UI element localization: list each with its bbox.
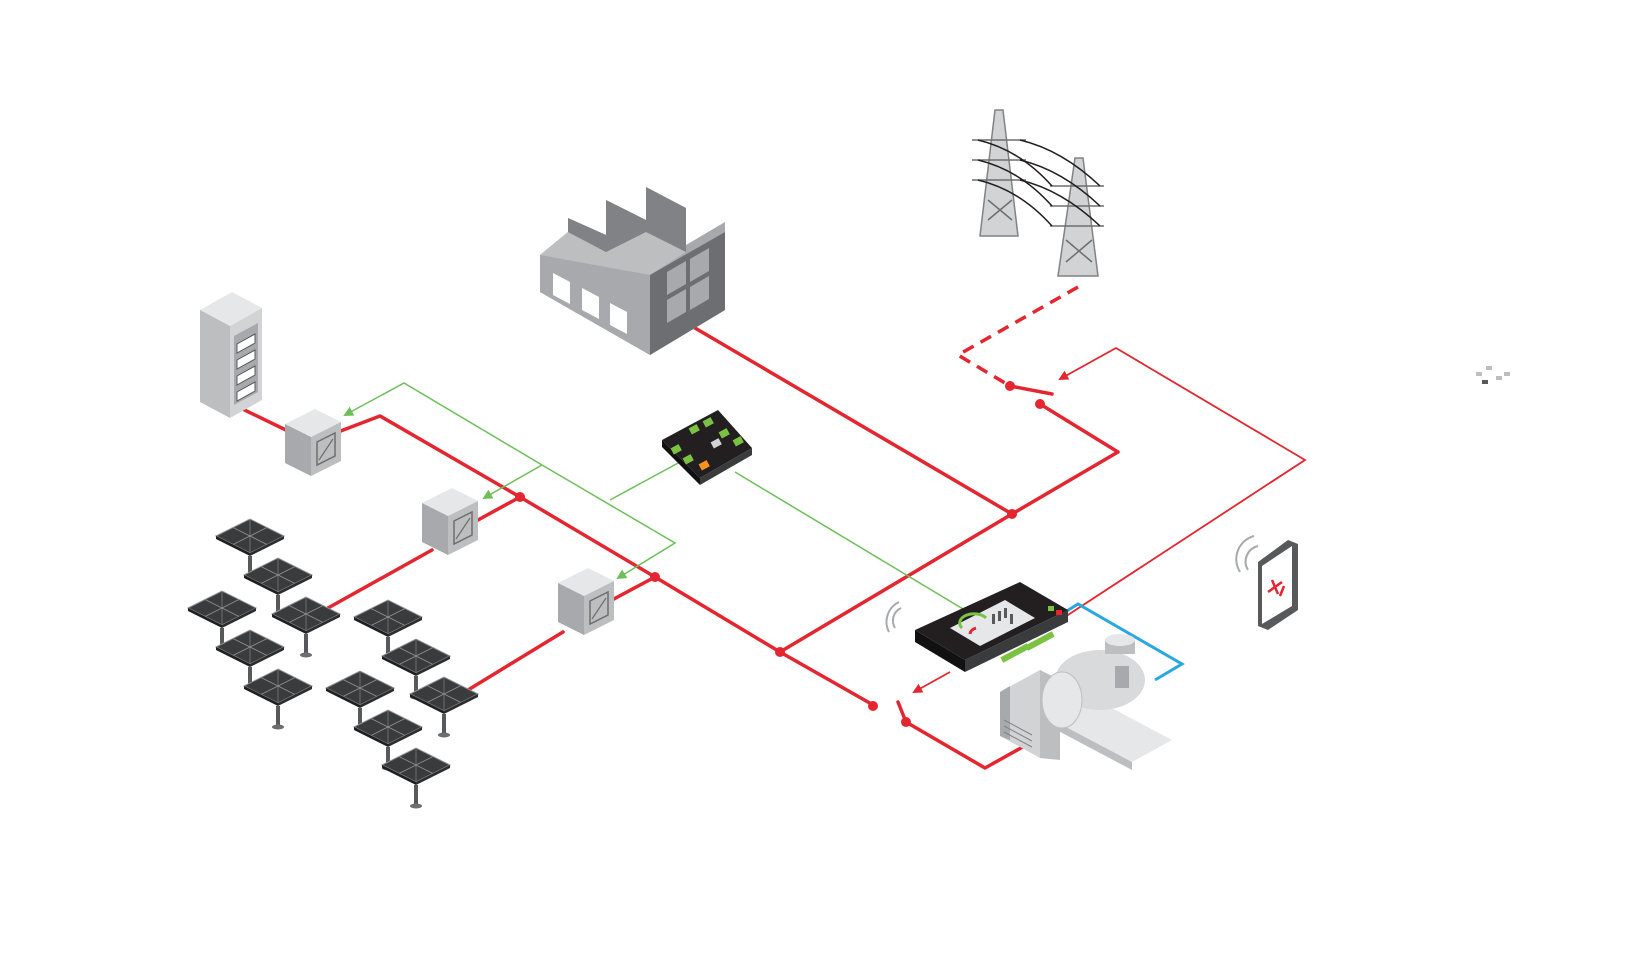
junction-dots: [515, 381, 1045, 727]
factory-feeder-line: [693, 326, 1014, 516]
junction-dot: [515, 492, 525, 502]
solar-array-1-icon: [187, 518, 341, 730]
io-module-to-control-bus: [609, 461, 681, 501]
control-to-battery-inverter: [343, 382, 543, 466]
generator-icon: [1000, 634, 1172, 770]
junction-dot: [650, 572, 660, 582]
grid-dashed-line: [954, 285, 1079, 388]
power-lines: [226, 326, 1120, 770]
generator-breaker-contact: [901, 717, 911, 727]
solar2-inverter-to-bus-line: [610, 575, 657, 602]
generator-feeder-line: [904, 720, 1030, 770]
main-bus-line: [778, 402, 1120, 654]
smartphone-icon: [1235, 535, 1298, 630]
factory-icon: [540, 187, 725, 355]
control-lines: [343, 382, 969, 613]
grid-breaker-contact: [1005, 381, 1015, 391]
solar2-to-bus-line: [466, 630, 565, 692]
grid-breaker-contact: [1035, 399, 1045, 409]
control-to-solar-inverter-2: [541, 464, 677, 580]
small-decoration-icon: [1476, 366, 1510, 384]
solar-inverter-1-icon: [421, 487, 479, 556]
controller-display-icon: [885, 582, 1068, 672]
battery-inverter-bus-line: [336, 414, 877, 708]
junction-dot: [1007, 509, 1017, 519]
battery-rack-icon: [200, 292, 262, 418]
transmission-tower-icon: [972, 109, 1104, 277]
solar-inverter-2-icon: [557, 567, 615, 636]
solar1-inverter-to-bus-line: [476, 495, 522, 522]
control-to-solar-inverter-1: [482, 464, 543, 499]
solar1-to-bus-line: [326, 548, 434, 610]
grid-breaker-control-line: [1047, 346, 1307, 629]
junction-dot: [775, 647, 785, 657]
io-module-to-controller: [734, 471, 969, 613]
battery-inverter-icon: [284, 408, 342, 477]
controller-module-icon: [662, 410, 752, 485]
solar-array-2-icon: [325, 599, 479, 809]
generator-breaker-control-line: [912, 671, 951, 693]
cooling-line: [1061, 602, 1185, 682]
breaker-control-lines: [912, 346, 1307, 693]
grid-breaker-arm: [1008, 384, 1054, 396]
generator-breaker-contact: [868, 701, 878, 711]
